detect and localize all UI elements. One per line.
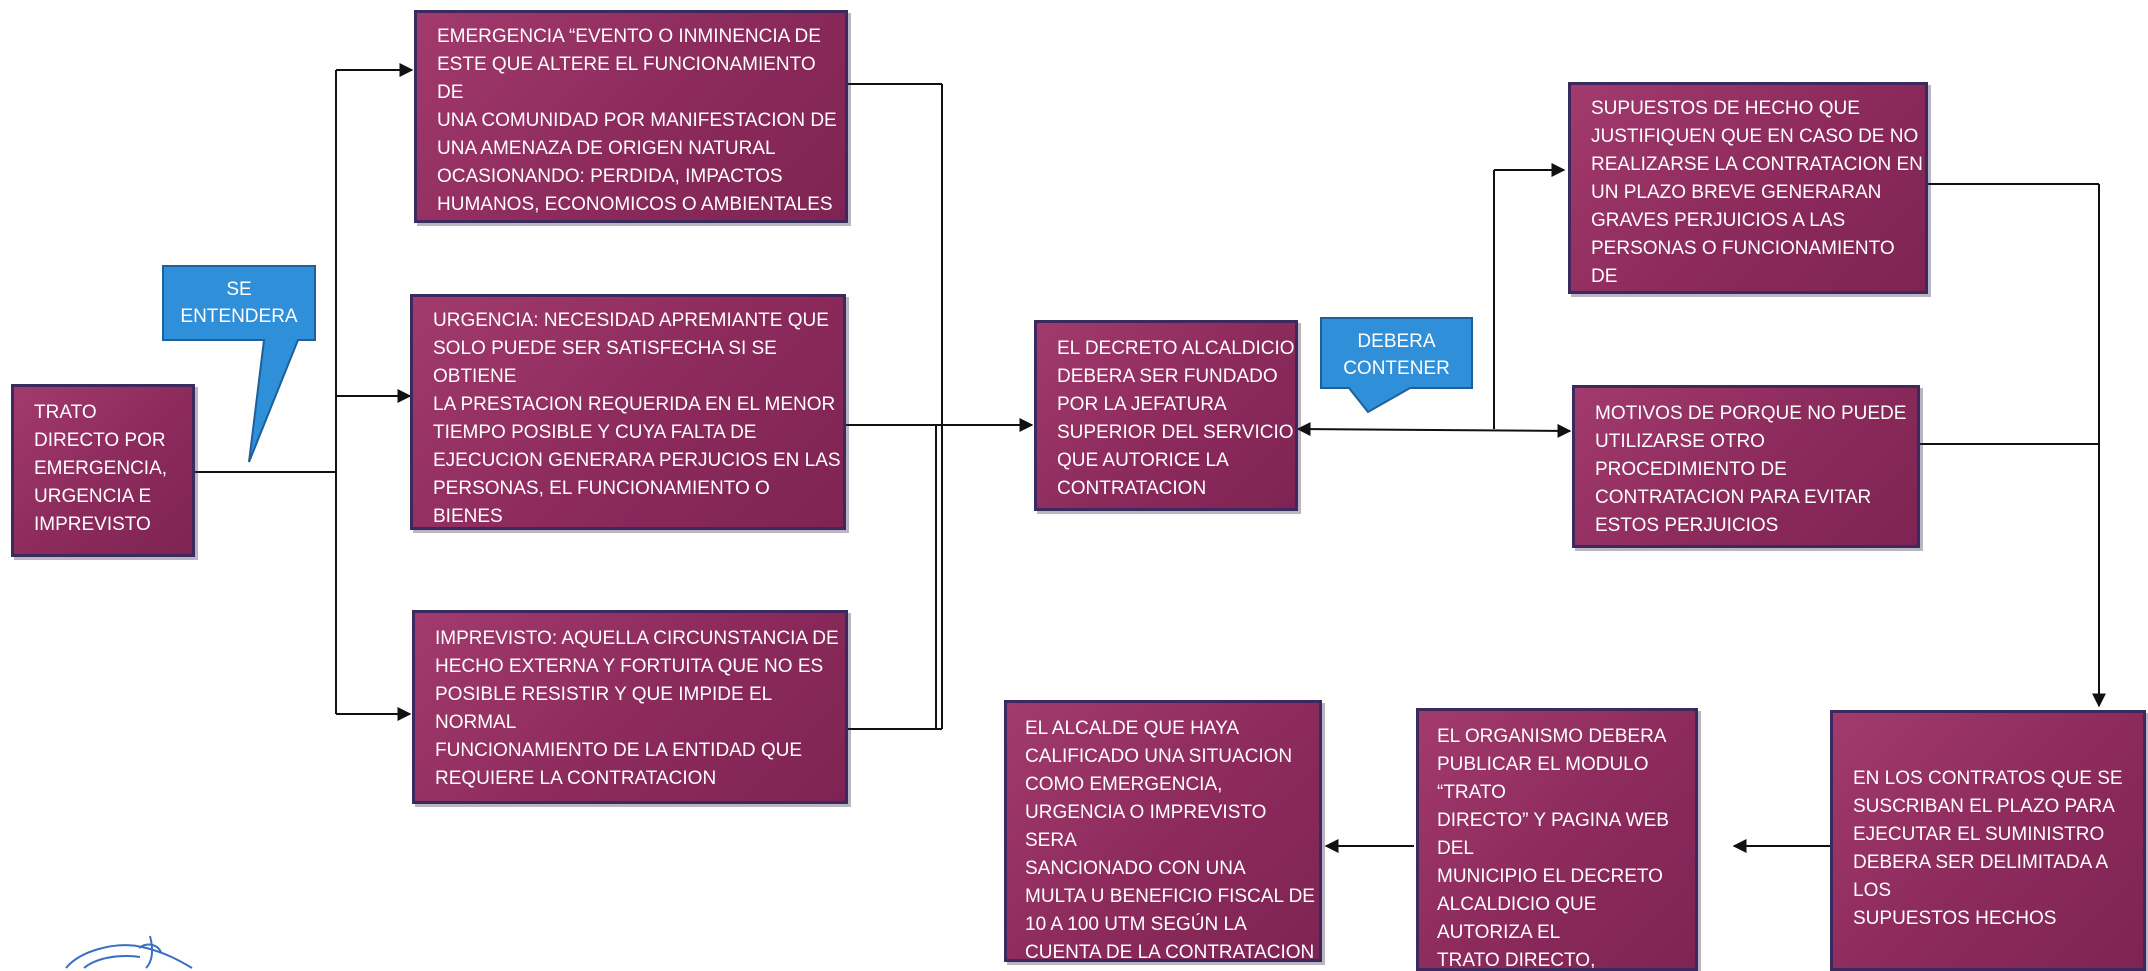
box-imprevisto: IMPREVISTO: AQUELLA CIRCUNSTANCIA DE HEC… [412,610,848,804]
box-decreto: EL DECRETO ALCALDICIO DEBERA SER FUNDADO… [1034,320,1298,511]
callout-debera-contener-shape [1320,317,1473,414]
seal-icon [65,935,193,969]
box-motivos: MOTIVOS DE PORQUE NO PUEDE UTILIZARSE OT… [1572,385,1920,548]
box-trato-directo: TRATO DIRECTO POR EMERGENCIA, URGENCIA E… [11,384,195,557]
box-organismo: EL ORGANISMO DEBERA PUBLICAR EL MODULO “… [1416,708,1698,971]
callout-se-entendera: SE ENTENDERA [180,279,298,327]
box-urgencia: URGENCIA: NECESIDAD APREMIANTE QUE SOLO … [410,294,846,530]
callout-se-entendera-shape [162,265,316,463]
box-alcalde: EL ALCALDE QUE HAYA CALIFICADO UNA SITUA… [1004,700,1322,962]
box-emergencia: EMERGENCIA “EVENTO O INMINENCIA DE ESTE … [414,10,848,223]
box-contratos: EN LOS CONTRATOS QUE SE SUSCRIBAN EL PLA… [1830,710,2146,971]
arrow-decreto-motivos [1296,422,1572,438]
box-supuestos: SUPUESTOS DE HECHO QUE JUSTIFIQUEN QUE E… [1568,82,1928,294]
callout-debera-contener: DEBERA CONTENER [1343,331,1450,379]
